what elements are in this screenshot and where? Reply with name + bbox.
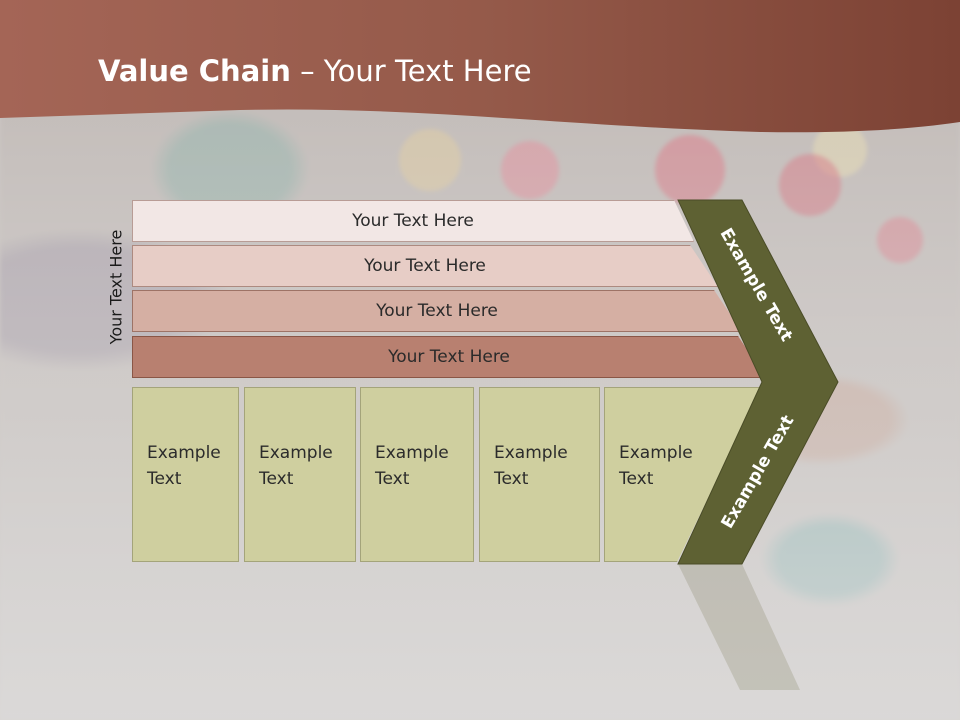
value-bar-2: Your Text Here [132,245,718,287]
header-band [0,0,960,133]
activity-box-2-label: Example Text [259,443,333,489]
value-bar-3: Your Text Here [132,290,742,332]
value-bar-3-label: Your Text Here [376,301,498,321]
vertical-side-label: Your Text Here [106,229,126,345]
activity-box-4: Example Text [479,387,600,562]
activity-box-5-label: Example Text [619,443,693,489]
activity-box-3: Example Text [360,387,474,562]
activity-box-1: Example Text [132,387,239,562]
activity-box-2: Example Text [244,387,356,562]
value-bar-4-label: Your Text Here [388,347,510,367]
value-bar-2-label: Your Text Here [364,256,486,276]
slide-title: Value Chain – Your Text Here [98,54,532,88]
value-bar-1: Your Text Here [132,200,694,242]
value-bar-4: Your Text Here [132,336,766,378]
activity-box-3-label: Example Text [375,443,449,489]
value-bar-1-label: Your Text Here [352,211,474,231]
activity-box-4-label: Example Text [494,443,568,489]
activity-box-1-label: Example Text [147,443,221,489]
